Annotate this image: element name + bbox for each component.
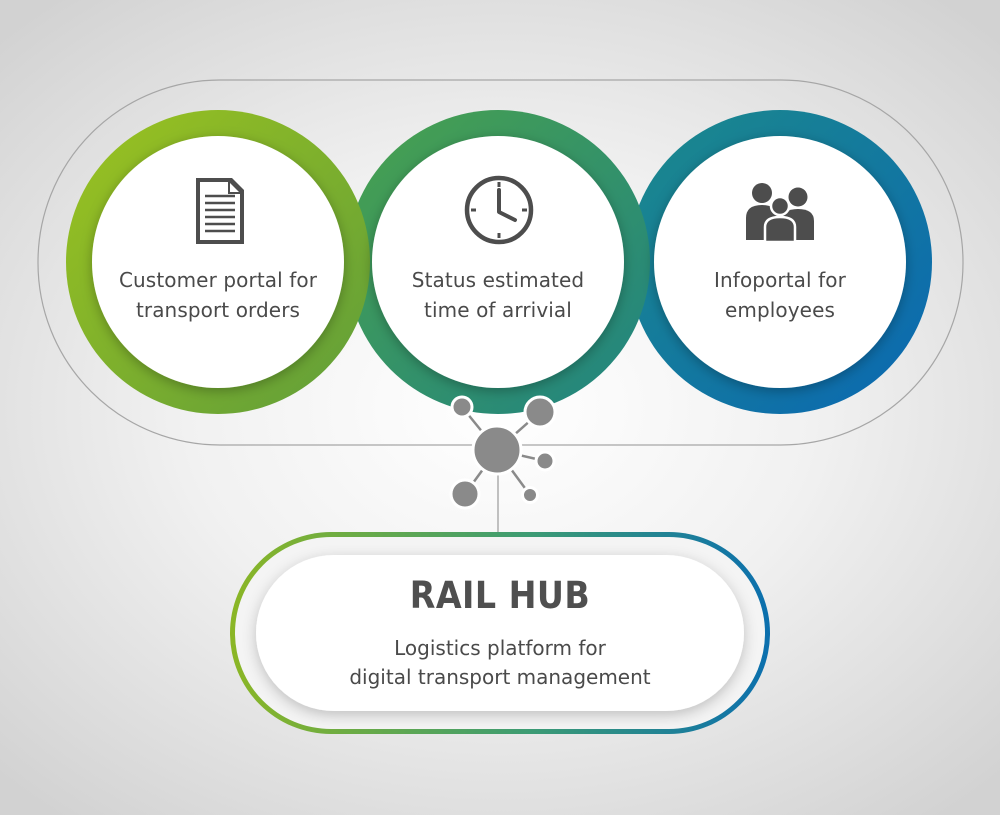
- service-card-1: [92, 136, 344, 388]
- hub-description-line1: Logistics platform for: [394, 636, 606, 660]
- service-label-1-line2: transport orders: [135, 298, 301, 322]
- hub-card: [256, 555, 744, 711]
- network-hub-icon: [449, 395, 557, 510]
- hub-description-line2: digital transport management: [349, 665, 651, 689]
- service-label-2-line1: Status estimated: [411, 268, 585, 292]
- document-icon: [196, 178, 244, 244]
- service-label-3-line2: employees: [724, 298, 836, 322]
- service-label-1: Customer portal for transport orders: [98, 265, 338, 325]
- service-label-2-line2: time of arrivial: [424, 298, 572, 322]
- service-label-3: Infoportal for employees: [660, 265, 900, 325]
- service-card-2: [372, 136, 624, 388]
- service-label-3-line1: Infoportal for: [714, 268, 846, 292]
- service-label-1-line1: Customer portal for: [118, 268, 318, 292]
- people-icon: [746, 183, 814, 244]
- service-card-3: [654, 136, 906, 388]
- hub-title: RAIL HUB: [409, 574, 591, 617]
- clock-icon: [464, 175, 534, 245]
- service-label-2: Status estimated time of arrivial: [378, 265, 618, 325]
